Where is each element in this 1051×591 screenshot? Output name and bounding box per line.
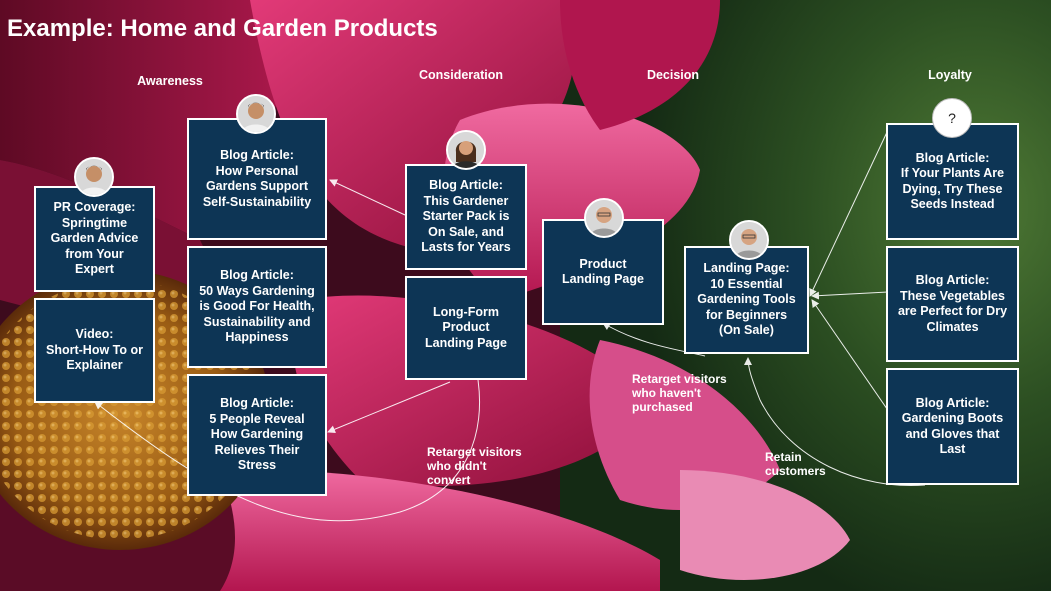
box-pr-coverage-text: PR Coverage: Springtime Garden Advice fr… bbox=[51, 200, 139, 278]
stage-label-consideration: Consideration bbox=[419, 68, 503, 82]
box-blog-plants-dying-text: Blog Article: If Your Plants Are Dying, … bbox=[901, 151, 1004, 213]
woman-avatar-icon bbox=[446, 130, 486, 170]
box-blog-plants-dying: Blog Article: If Your Plants Are Dying, … bbox=[886, 123, 1019, 240]
older-man-avatar-icon bbox=[729, 220, 769, 260]
box-blog-boots: Blog Article: Gardening Boots and Gloves… bbox=[886, 368, 1019, 485]
box-video-text: Video: Short-How To or Explainer bbox=[46, 327, 143, 374]
box-long-form-landing: Long-Form Product Landing Page bbox=[405, 276, 527, 380]
note-retain-customers: Retain customers bbox=[765, 450, 826, 478]
box-blog-starter-pack: Blog Article: This Gardener Starter Pack… bbox=[405, 164, 527, 270]
box-video: Video: Short-How To or Explainer bbox=[34, 298, 155, 403]
man-avatar-icon bbox=[236, 94, 276, 134]
box-blog-personal-gardens: Blog Article: How Personal Gardens Suppo… bbox=[187, 118, 327, 240]
box-blog-starter-pack-text: Blog Article: This Gardener Starter Pack… bbox=[421, 178, 510, 256]
slide-title: Example: Home and Garden Products bbox=[7, 15, 438, 43]
box-blog-vegetables-text: Blog Article: These Vegetables are Perfe… bbox=[898, 273, 1007, 335]
stage-label-awareness: Awareness bbox=[137, 74, 203, 88]
box-blog-50-ways-text: Blog Article: 50 Ways Gardening is Good … bbox=[199, 268, 315, 346]
man-avatar-icon bbox=[74, 157, 114, 197]
stage-label-decision: Decision bbox=[647, 68, 699, 82]
note-retarget-didnt-convert: Retarget visitors who didn't convert bbox=[427, 445, 522, 487]
box-landing-10-tools-text: Landing Page: 10 Essential Gardening Too… bbox=[697, 261, 795, 339]
box-landing-10-tools: Landing Page: 10 Essential Gardening Too… bbox=[684, 246, 809, 354]
box-blog-50-ways: Blog Article: 50 Ways Gardening is Good … bbox=[187, 246, 327, 368]
box-blog-personal-gardens-text: Blog Article: How Personal Gardens Suppo… bbox=[203, 148, 311, 210]
note-retarget-havent-purchased: Retarget visitors who haven't purchased bbox=[632, 372, 727, 414]
box-long-form-landing-text: Long-Form Product Landing Page bbox=[425, 305, 507, 352]
box-blog-5-people-text: Blog Article: 5 People Reveal How Garden… bbox=[209, 396, 304, 474]
box-blog-boots-text: Blog Article: Gardening Boots and Gloves… bbox=[902, 396, 1003, 458]
box-pr-coverage: PR Coverage: Springtime Garden Advice fr… bbox=[34, 186, 155, 292]
older-man-avatar-icon bbox=[584, 198, 624, 238]
question-mark-avatar-icon: ? bbox=[932, 98, 972, 138]
box-blog-5-people: Blog Article: 5 People Reveal How Garden… bbox=[187, 374, 327, 496]
box-blog-vegetables: Blog Article: These Vegetables are Perfe… bbox=[886, 246, 1019, 362]
box-product-landing-text: Product Landing Page bbox=[562, 257, 644, 288]
stage-label-loyalty: Loyalty bbox=[928, 68, 972, 82]
